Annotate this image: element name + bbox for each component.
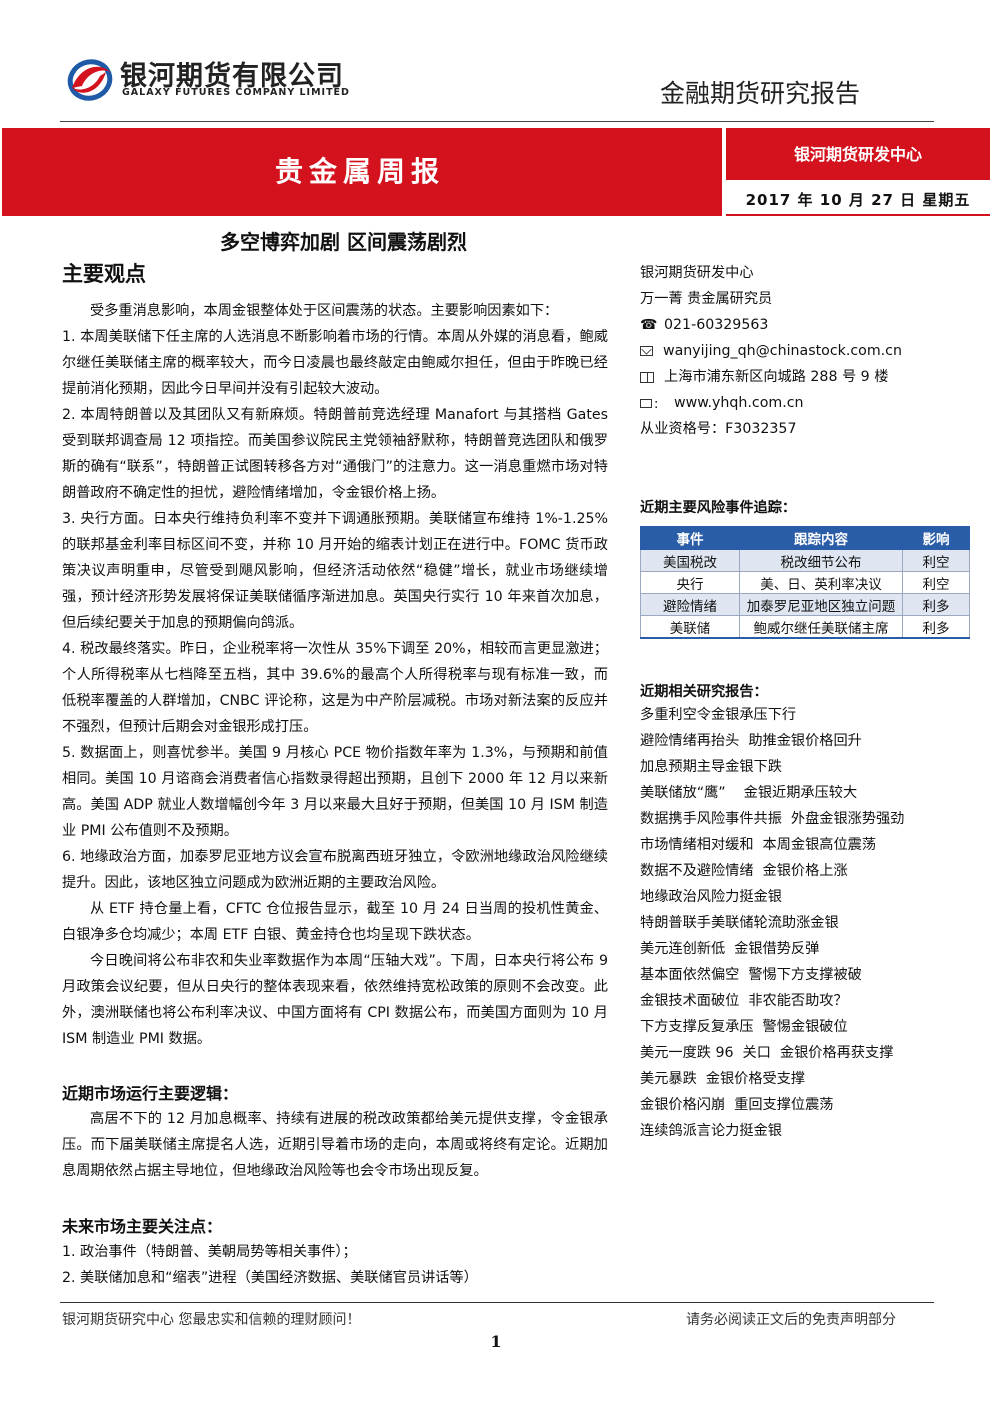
footer-divider [60, 1302, 934, 1303]
risk-cell: 美联储 [640, 615, 740, 639]
email-icon [640, 346, 653, 356]
website-icon [640, 392, 658, 418]
analyst-info: 银河期货研发中心 万一菁 贵金属研究员 021-60329563 wanyiji… [640, 260, 970, 442]
page-number: 1 [490, 1332, 502, 1351]
company-name-cn: 银河期货有限公司 [120, 61, 344, 92]
analyst-center: 银河期货研发中心 [640, 265, 754, 281]
list-item[interactable]: 地缘政治风险力挺金银 [640, 889, 782, 905]
logic-paragraph: 高居不下的 12 月加息概率、持续有进展的税改政策都给美元提供支撑，令金银承压。… [62, 1111, 608, 1179]
date-underline [726, 214, 990, 216]
logic-heading: 近期市场运行主要逻辑： [62, 1084, 239, 1103]
views-intro: 受多重消息影响，本周金银整体处于区间震荡的状态。主要影响因素如下： [90, 303, 559, 319]
table-row: 美国税改 税改细节公布 利空 [640, 549, 970, 572]
page-title: 多空博弈加剧 区间震荡剧烈 [220, 230, 467, 254]
focus-item-2: 2. 美联储加息和“缩表”进程（美国经济数据、美联储官员讲话等） [62, 1270, 478, 1286]
view-item-2: 2. 本周特朗普以及其团队又有新麻烦。特朗普前竞选经理 Manafort 与其搭… [62, 407, 608, 501]
reports-heading: 近期相关研究报告： [640, 684, 768, 700]
risk-cell: 加泰罗尼亚地区独立问题 [739, 593, 903, 616]
analyst-license: 从业资格号：F3032357 [640, 421, 797, 437]
address-book-icon [640, 371, 654, 383]
list-item[interactable]: 下方支撑反复承压 警惕金银破位 [640, 1019, 848, 1035]
risk-cell: 避险情绪 [640, 593, 740, 616]
research-center-label: 银河期货研发中心 [793, 145, 922, 164]
footer-slogan: 银河期货研究中心 您最忠实和信赖的理财顾问！ [62, 1312, 361, 1328]
etf-paragraph: 从 ETF 持仓量上看，CFTC 仓位报告显示，截至 10 月 24 日当周的投… [62, 901, 608, 943]
analyst-phone: 021-60329563 [664, 317, 769, 333]
list-item[interactable]: 金银价格闪崩 重回支撑位震荡 [640, 1097, 834, 1113]
risk-col-content: 跟踪内容 [739, 526, 903, 550]
reports-list: 多重利空令金银承压下行 避险情绪再抬头 助推金银价格回升 加息预期主导金银下跌 … [640, 702, 960, 1144]
risk-cell: 利空 [902, 571, 970, 594]
view-item-6: 6. 地缘政治方面，加泰罗尼亚地方议会宣布脱离西班牙独立，令欧洲地缘政治风险继续… [62, 849, 608, 891]
risk-cell: 鲍威尔继任美联储主席 [739, 615, 903, 639]
risk-cell: 美、日、英利率决议 [739, 571, 903, 594]
title-band [2, 128, 722, 216]
analyst-email[interactable]: wanyijing_qh@chinastock.com.cn [663, 343, 902, 359]
list-item[interactable]: 美元连创新低 金银借势反弹 [640, 941, 820, 957]
view-item-1: 1. 本周美联储下任主席的人选消息不断影响着市场的行情。本周从外媒的消息看，鲍威… [62, 329, 608, 397]
risk-col-event: 事件 [640, 526, 740, 550]
risk-cell: 央行 [640, 571, 740, 594]
galaxy-logo-icon [67, 59, 113, 101]
analyst-name: 万一菁 贵金属研究员 [640, 291, 773, 307]
focus-list: 1. 政治事件（特朗普、美朝局势等相关事件）； 2. 美联储加息和“缩表”进程（… [62, 1239, 608, 1291]
footer-disclaimer-note: 请务必阅读正文后的免责声明部分 [686, 1312, 896, 1328]
report-date: 2017 年 10 月 27 日 星期五 [745, 191, 971, 209]
list-item[interactable]: 美元一度跌 96 关口 金银价格再获支撑 [640, 1045, 894, 1061]
risk-table: 事件 跟踪内容 影响 美国税改 税改细节公布 利空 央行 美、日、英利率决议 利… [640, 526, 970, 639]
table-row: 央行 美、日、英利率决议 利空 [640, 571, 970, 594]
company-name-en: GALAXY FUTURES COMPANY LIMITED [122, 87, 350, 98]
risk-cell: 利多 [902, 593, 970, 616]
list-item[interactable]: 避险情绪再抬头 助推金银价格回升 [640, 733, 862, 749]
band-title: 贵金属周报 [274, 155, 445, 188]
list-item[interactable]: 数据携手风险事件共振 外盘金银涨势强劲 [640, 811, 905, 827]
center-band [726, 128, 990, 180]
list-item[interactable]: 加息预期主导金银下跌 [640, 759, 782, 775]
list-item[interactable]: 基本面依然偏空 警惕下方支撑被破 [640, 967, 862, 983]
view-item-4: 4. 税改最终落实。昨日，企业税率将一次性从 35%下调至 20%，相较而言更显… [62, 641, 608, 735]
view-item-5: 5. 数据面上，则喜忧参半。美国 9 月核心 PCE 物价指数年率为 1.3%，… [62, 745, 608, 839]
views-body: 受多重消息影响，本周金银整体处于区间震荡的状态。主要影响因素如下： 1. 本周美… [62, 298, 608, 1052]
analyst-address: 上海市浦东新区向城路 288 号 9 楼 [664, 369, 889, 385]
risk-cell: 税改细节公布 [739, 549, 903, 572]
views-heading: 主要观点 [62, 262, 146, 286]
risk-cell: 利空 [902, 549, 970, 572]
header-divider [60, 121, 934, 122]
risk-heading: 近期主要风险事件追踪： [640, 500, 797, 516]
list-item[interactable]: 数据不及避险情绪 金银价格上涨 [640, 863, 848, 879]
risk-cell: 美国税改 [640, 549, 740, 572]
list-item[interactable]: 市场情绪相对缓和 本周金银高位震荡 [640, 837, 877, 853]
outlook-paragraph: 今日晚间将公布非农和失业率数据作为本周“压轴大戏”。下周，日本央行将公布 9 月… [62, 953, 608, 1047]
company-logo: 银河期货有限公司 GALAXY FUTURES COMPANY LIMITED [66, 54, 356, 104]
table-row: 美联储 鲍威尔继任美联储主席 利多 [640, 615, 970, 639]
focus-heading: 未来市场主要关注点： [62, 1217, 223, 1236]
list-item[interactable]: 美元暴跌 金银价格受支撑 [640, 1071, 806, 1087]
focus-item-1: 1. 政治事件（特朗普、美朝局势等相关事件）； [62, 1244, 357, 1260]
logic-body: 高居不下的 12 月加息概率、持续有进展的税改政策都给美元提供支撑，令金银承压。… [62, 1106, 608, 1184]
list-item[interactable]: 多重利空令金银承压下行 [640, 707, 797, 723]
analyst-website[interactable]: www.yhqh.com.cn [674, 395, 804, 411]
report-type: 金融期货研究报告 [660, 79, 861, 108]
view-item-3: 3. 央行方面。日本央行维持负利率不变并下调通胀预期。美联储宣布维持 1%-1.… [62, 511, 608, 631]
list-item[interactable]: 美联储放“鹰” 金银近期承压较大 [640, 785, 858, 801]
list-item[interactable]: 金银技术面破位 非农能否助攻？ [640, 993, 848, 1009]
table-row: 避险情绪 加泰罗尼亚地区独立问题 利多 [640, 593, 970, 616]
phone-icon [640, 312, 657, 338]
list-item[interactable]: 特朗普联手美联储轮流助涨金银 [640, 915, 839, 931]
list-item[interactable]: 连续鸽派言论力挺金银 [640, 1123, 782, 1139]
risk-col-impact: 影响 [902, 526, 970, 550]
risk-cell: 利多 [902, 615, 970, 639]
